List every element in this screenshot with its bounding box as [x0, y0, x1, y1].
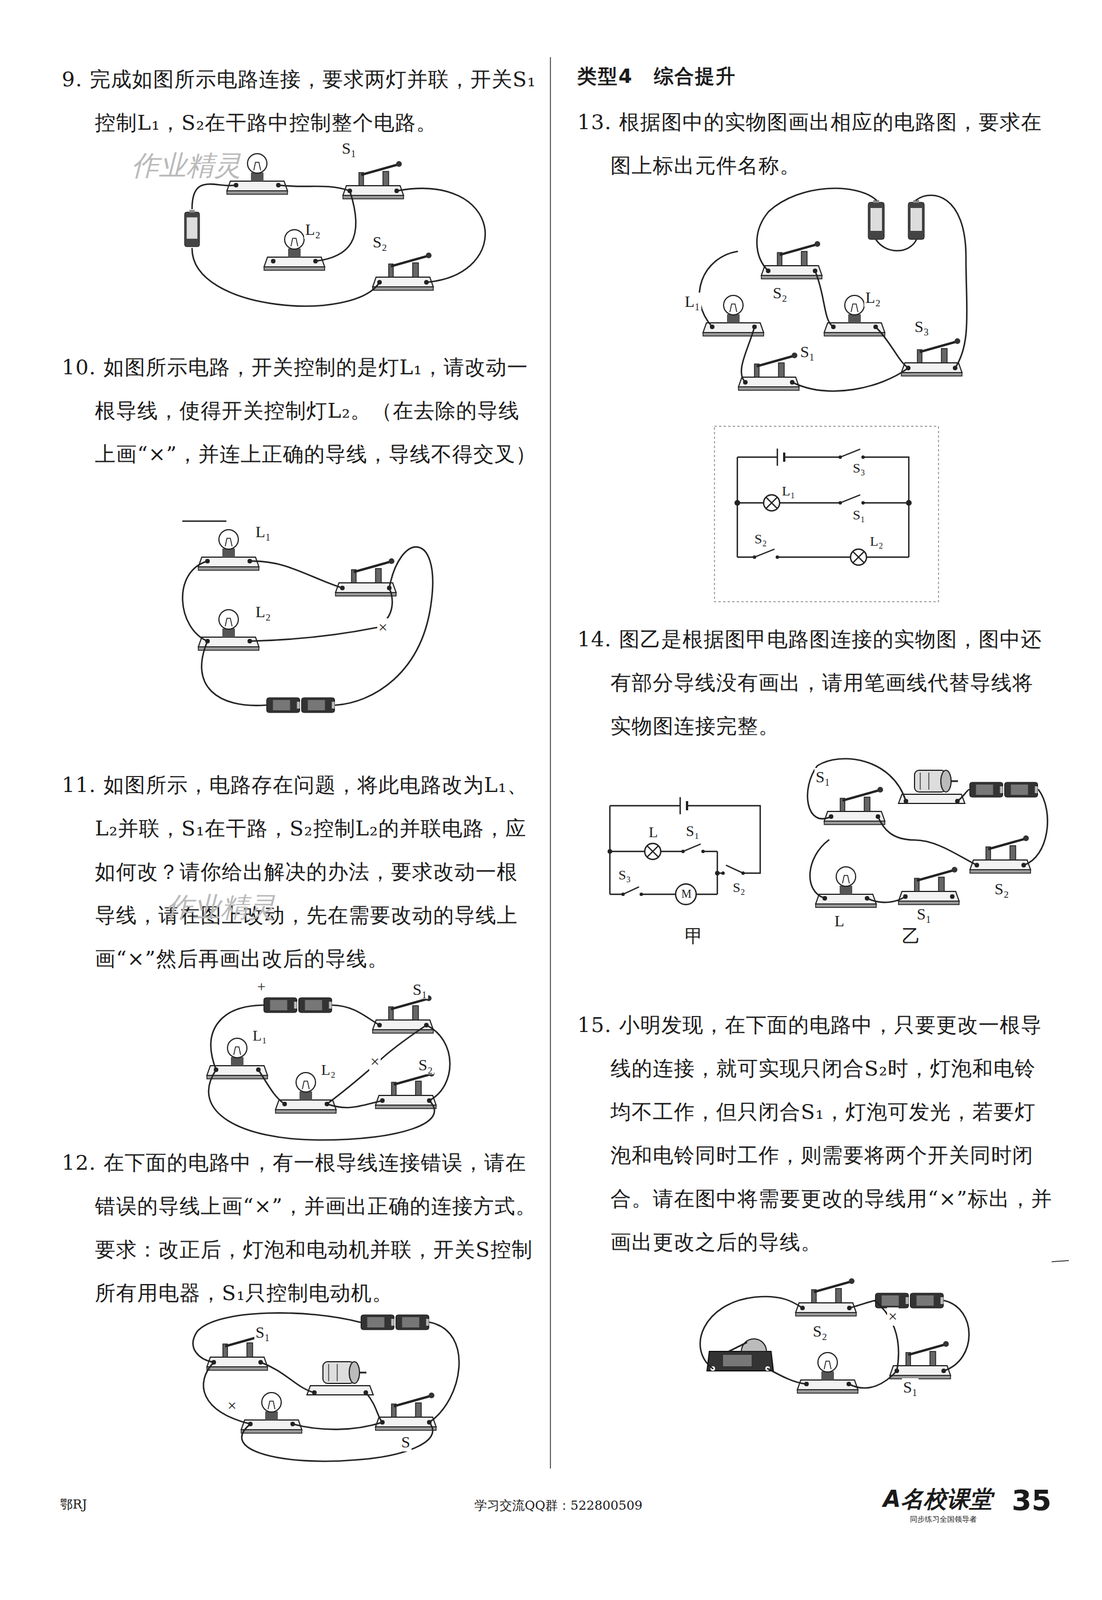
- component-label: L₂: [864, 288, 882, 307]
- question-text: 10. 如图所示电路，开关控制的是灯L₁，请改动一根导线，使得开关控制灯L₂。（…: [61, 345, 538, 477]
- component-label: S₁: [340, 139, 358, 158]
- component-label: L₁: [251, 1027, 269, 1045]
- schematic-label: S₃: [851, 460, 867, 477]
- component-label: S₂: [993, 880, 1010, 899]
- question-text: 14. 图乙是根据图甲电路图连接的实物图，图中还有部分导线没有画出，请用笔画线代…: [577, 617, 1053, 749]
- cross-mark: ×: [887, 1307, 899, 1327]
- component-label: S: [400, 1433, 412, 1452]
- schematic-label: S₁: [851, 507, 867, 524]
- component-label: L₂: [304, 220, 322, 239]
- question-text: 12. 在下面的电路中，有一根导线连接错误，请在错误的导线上画“×”，并画出正确…: [61, 1141, 538, 1316]
- motor-symbol-letter: M: [681, 887, 692, 901]
- cross-mark: ×: [226, 1396, 238, 1416]
- schematic-label: S₁: [684, 823, 701, 841]
- section-heading: 类型4 综合提升: [577, 65, 737, 88]
- cross-mark: ×: [369, 1052, 381, 1072]
- question-text: 13. 根据图中的实物图画出相应的电路图，要求在图上标出元件名称。: [577, 100, 1053, 188]
- component-label: S₂: [771, 284, 789, 303]
- question-text: 15. 小明发现，在下面的电路中，只要更改一根导线的连接，就可实现只闭合S₂时，…: [577, 1003, 1053, 1265]
- figure-caption: 甲: [684, 925, 704, 948]
- schematic-label: L₂: [868, 533, 885, 550]
- question-text: 9. 完成如图所示电路连接，要求两灯并联，开关S₁控制L₁，S₂在干路中控制整个…: [61, 57, 538, 145]
- brand-logo: A名校课堂: [883, 1486, 993, 1513]
- question-text: 11. 如图所示，电路存在问题，将此电路改为L₁、L₂并联，S₁在干路，S₂控制…: [61, 763, 538, 981]
- footer-edition: 鄂RJ: [60, 1497, 87, 1512]
- component-label: S₁: [901, 1378, 919, 1397]
- schematic-label: S₂: [731, 880, 747, 897]
- component-label: L: [833, 912, 846, 931]
- figure-caption: 乙: [901, 925, 921, 948]
- component-label: S₂: [371, 233, 389, 252]
- polarity-mark: +: [256, 978, 267, 996]
- component-label: S₁: [411, 980, 429, 1000]
- schematic-label: S₂: [753, 531, 769, 548]
- component-label: S₁: [799, 342, 816, 362]
- schematic-label: L₁: [780, 483, 797, 500]
- component-label: S₃: [913, 317, 930, 337]
- cross-mark: ×: [377, 618, 389, 637]
- component-label: S₁: [915, 905, 933, 924]
- component-label: S₁: [814, 768, 832, 787]
- page-number: 35: [1011, 1484, 1052, 1519]
- watermark: 作业精灵: [165, 891, 276, 924]
- component-label: L₂: [254, 603, 273, 622]
- component-label: S₁: [254, 1323, 271, 1343]
- footer-note: 学习交流QQ群：522800509: [474, 1498, 643, 1513]
- watermark: 作业精灵: [131, 149, 242, 182]
- component-label: S₂: [417, 1056, 434, 1075]
- schematic-label: L: [647, 824, 660, 842]
- component-label: L₂: [320, 1061, 337, 1080]
- component-label: L₁: [254, 522, 273, 542]
- component-label: L₁: [683, 292, 702, 311]
- schematic-label: S₃: [617, 867, 633, 884]
- component-label: S₂: [811, 1322, 829, 1341]
- brand-slogan: 同步练习全国领导者: [909, 1515, 977, 1525]
